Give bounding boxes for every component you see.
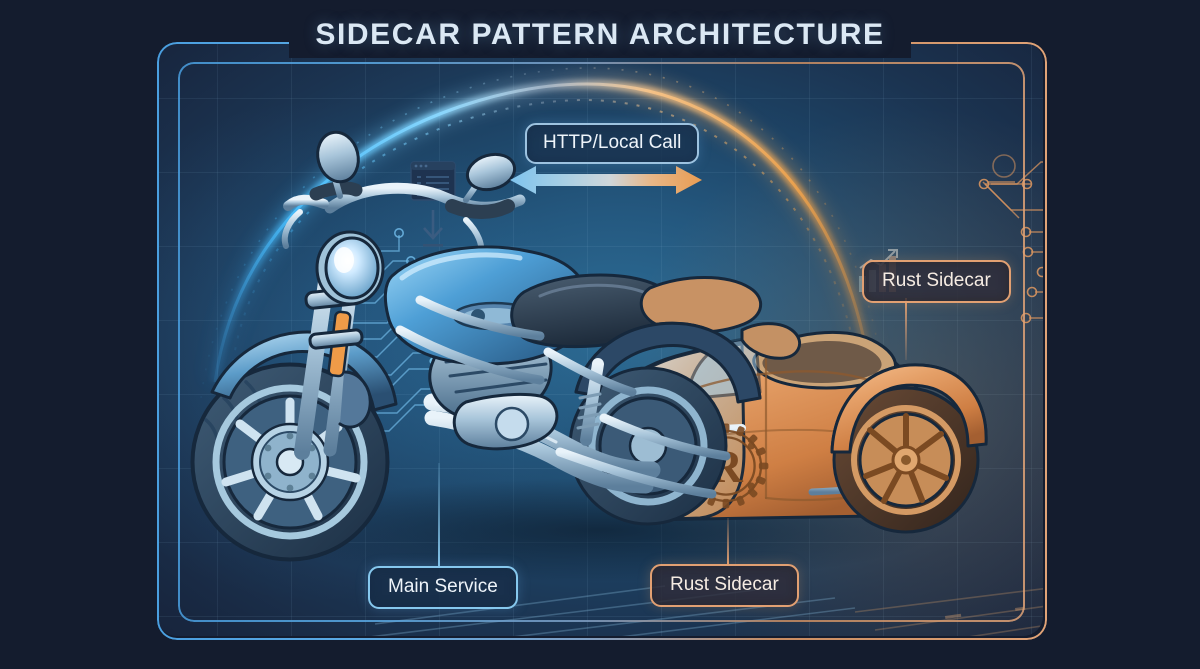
badge-rust-sidecar-right[interactable]: Rust Sidecar <box>862 260 1011 303</box>
badge-rust-sidecar-right-label: Rust Sidecar <box>882 270 991 291</box>
badge-http-local-call-label: HTTP/Local Call <box>543 132 682 153</box>
badge-http-local-call[interactable]: HTTP/Local Call <box>525 123 700 164</box>
badge-rust-sidecar-bottom[interactable]: Rust Sidecar <box>650 564 799 607</box>
badge-main-service[interactable]: Main Service <box>368 566 518 609</box>
badge-rust-sidecar-bottom-label: Rust Sidecar <box>670 574 779 595</box>
badge-main-service-label: Main Service <box>388 576 498 597</box>
